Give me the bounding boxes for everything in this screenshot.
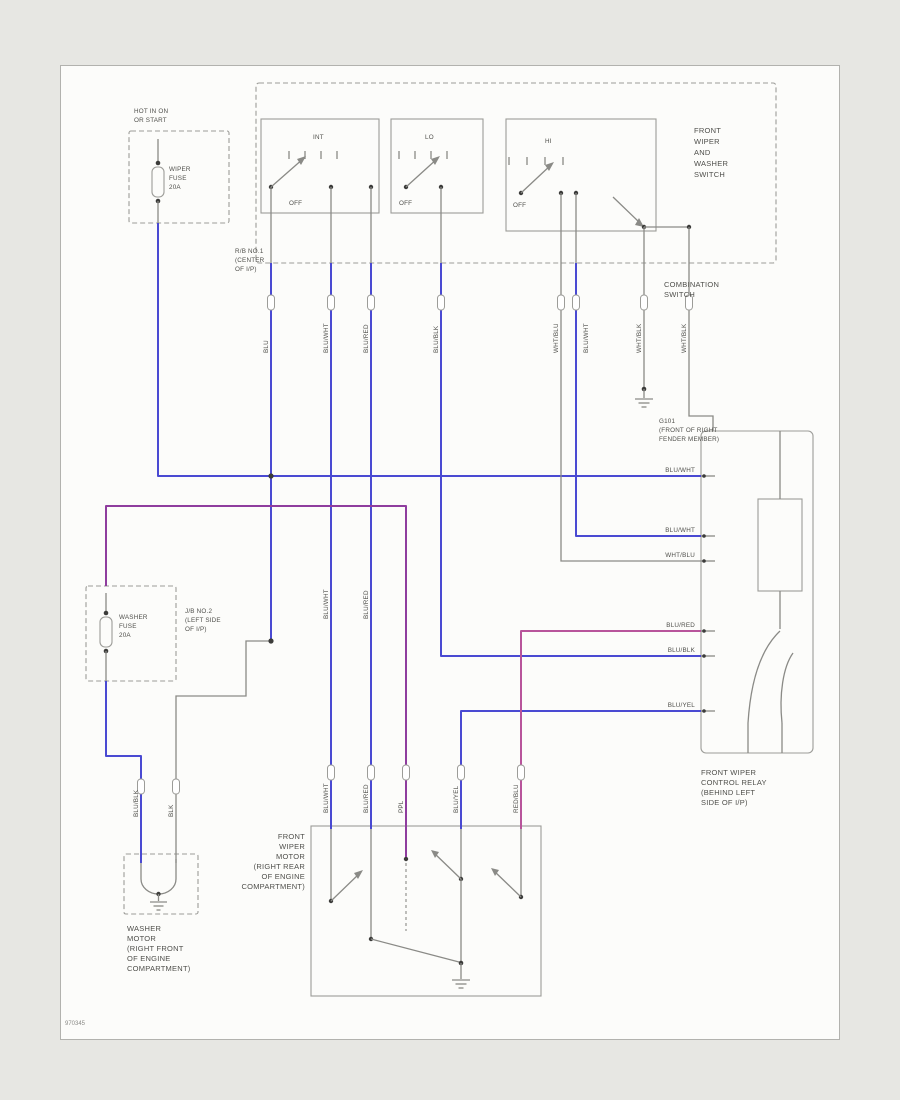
switch-pos-label: HI — [545, 138, 552, 145]
wire-switch-relay-2 — [575, 263, 701, 537]
switch-pos-label: OFF — [289, 200, 302, 207]
wire-feed-blu-wht — [157, 223, 701, 477]
hot-feed-label: OR START — [134, 117, 167, 124]
switch-pos-label: OFF — [399, 200, 412, 207]
jb2-label: J/B NO.2 — [185, 608, 212, 615]
wire-washer-motor-return — [175, 640, 271, 863]
wire-code: BLU/WHT — [665, 467, 695, 474]
g101-label: (FRONT OF RIGHT — [659, 427, 718, 434]
switch-deck-1 — [268, 151, 374, 263]
wire-code: WHT/BLU — [665, 552, 695, 559]
wiper-motor-label: (RIGHT REAR — [254, 862, 306, 871]
wire-color-codes: BLU BLU/WHT BLU/RED BLU/BLK WHT/BLU BLU/… — [133, 323, 696, 817]
relay-label: SIDE OF I/P) — [701, 798, 748, 807]
washer-fuse-label: 20A — [119, 632, 131, 639]
wire-code: BLU/RED — [363, 590, 370, 619]
wire-code: RED/BLU — [513, 784, 520, 813]
washer-fuse-label: FUSE — [119, 623, 137, 630]
switch-pos-label: INT — [313, 134, 324, 141]
relay-pins — [701, 474, 715, 713]
wiper-fuse-label: FUSE — [169, 175, 187, 182]
wiper-motor-label: COMPARTMENT) — [241, 882, 305, 891]
wiper-fuse-label: WIPER — [169, 166, 191, 173]
wire-code: BLU/BLK — [668, 647, 696, 654]
washer-motor-label: MOTOR — [127, 934, 156, 943]
wire-code: BLU — [263, 340, 270, 353]
fuse-symbol — [99, 616, 113, 648]
wire-code: WHT/BLK — [681, 323, 688, 353]
washer-motor-label: WASHER — [127, 924, 161, 933]
wire-code: BLU/WHT — [323, 323, 330, 353]
wiring-runs — [105, 223, 701, 863]
washer-motor-label: OF ENGINE — [127, 954, 171, 963]
washer-fuse-junction-block — [85, 585, 177, 682]
washer-fuse-label: WASHER — [119, 614, 148, 621]
wire-switch-relay-3 — [560, 263, 701, 562]
jb1-label: (CENTER — [235, 257, 265, 264]
combination-switch-label: COMBINATION — [664, 280, 719, 289]
wire-code: BLU/RED — [363, 324, 370, 353]
wire-code: BLU/BLK — [433, 325, 440, 353]
wire-washer-motor-feed — [105, 681, 142, 863]
washer-motor — [123, 853, 199, 915]
hot-feed-label: HOT IN ON — [134, 108, 168, 115]
switch-deck-3 — [508, 157, 692, 263]
wiper-motor-label: WIPER — [279, 842, 305, 851]
wire-washer-purple — [105, 505, 407, 857]
wire-code: BLU/RED — [363, 784, 370, 813]
wiper-switch-label: WASHER — [694, 159, 728, 168]
wire-code: WHT/BLU — [553, 323, 560, 353]
wiring-diagram: HOT IN ON OR START WIPER FUSE 20A R/B NO… — [65, 82, 814, 1027]
ground-g101 — [635, 227, 714, 431]
switch-pos-label: OFF — [513, 202, 526, 209]
wire-code: BLU/WHT — [583, 323, 590, 353]
wiper-motor-label: OF ENGINE — [261, 872, 305, 881]
washer-motor-label: (RIGHT FRONT — [127, 944, 184, 953]
front-wiper-control-relay — [700, 430, 814, 754]
wiper-switch-label: AND — [694, 148, 711, 157]
jb1-label: OF I/P) — [235, 266, 257, 273]
wire-code: WHT/BLK — [636, 323, 643, 353]
wiper-fuse-label: 20A — [169, 184, 181, 191]
jb2-label: OF I/P) — [185, 626, 207, 633]
switch-pos-label: LO — [425, 134, 434, 141]
wire-code: PPL — [398, 800, 405, 813]
wire-motor-relay-blu-red — [520, 630, 701, 829]
fuse-symbol — [151, 166, 165, 198]
diagram-page: HOT IN ON OR START WIPER FUSE 20A R/B NO… — [60, 65, 840, 1040]
wire-code: BLU/WHT — [665, 527, 695, 534]
switch-deck-2 — [398, 151, 448, 263]
wire-code: BLU/YEL — [668, 702, 696, 709]
text-labels: HOT IN ON OR START WIPER FUSE 20A R/B NO… — [65, 108, 767, 1027]
wire-code: BLK — [168, 804, 175, 817]
wiper-motor-label: MOTOR — [276, 852, 305, 861]
wiper-fuse-junction-block — [128, 130, 230, 224]
relay-label: FRONT WIPER — [701, 768, 756, 777]
relay-label: (BEHIND LEFT — [701, 788, 755, 797]
washer-motor-label: COMPARTMENT) — [127, 964, 191, 973]
junction-dot — [268, 638, 274, 644]
diagram-code: 970345 — [65, 1021, 86, 1027]
combination-switch-label: SWITCH — [664, 290, 695, 299]
wire-code: BLU/BLK — [133, 789, 140, 817]
wire-code: BLU/WHT — [323, 783, 330, 813]
wire-code: BLU/RED — [666, 622, 695, 629]
wire-switch-relay-1 — [440, 263, 701, 657]
wiper-washer-switch-box — [255, 82, 777, 264]
g101-label: G101 — [659, 418, 676, 425]
wire-code: BLU/WHT — [323, 589, 330, 619]
wiper-switch-label: SWITCH — [694, 170, 725, 179]
front-wiper-motor — [310, 825, 542, 997]
junction-dot — [268, 473, 274, 479]
g101-label: FENDER MEMBER) — [659, 436, 719, 443]
wire-motor-relay-blu-yel — [460, 710, 701, 829]
wiper-motor-label: FRONT — [278, 832, 305, 841]
relay-label: CONTROL RELAY — [701, 778, 767, 787]
wiper-switch-label: FRONT — [694, 126, 721, 135]
wire-code: BLU/YEL — [453, 785, 460, 813]
jb1-label: R/B NO.1 — [235, 248, 264, 255]
jb2-label: (LEFT SIDE — [185, 617, 221, 624]
wiper-switch-label: WIPER — [694, 137, 720, 146]
connector-symbols — [137, 294, 693, 795]
